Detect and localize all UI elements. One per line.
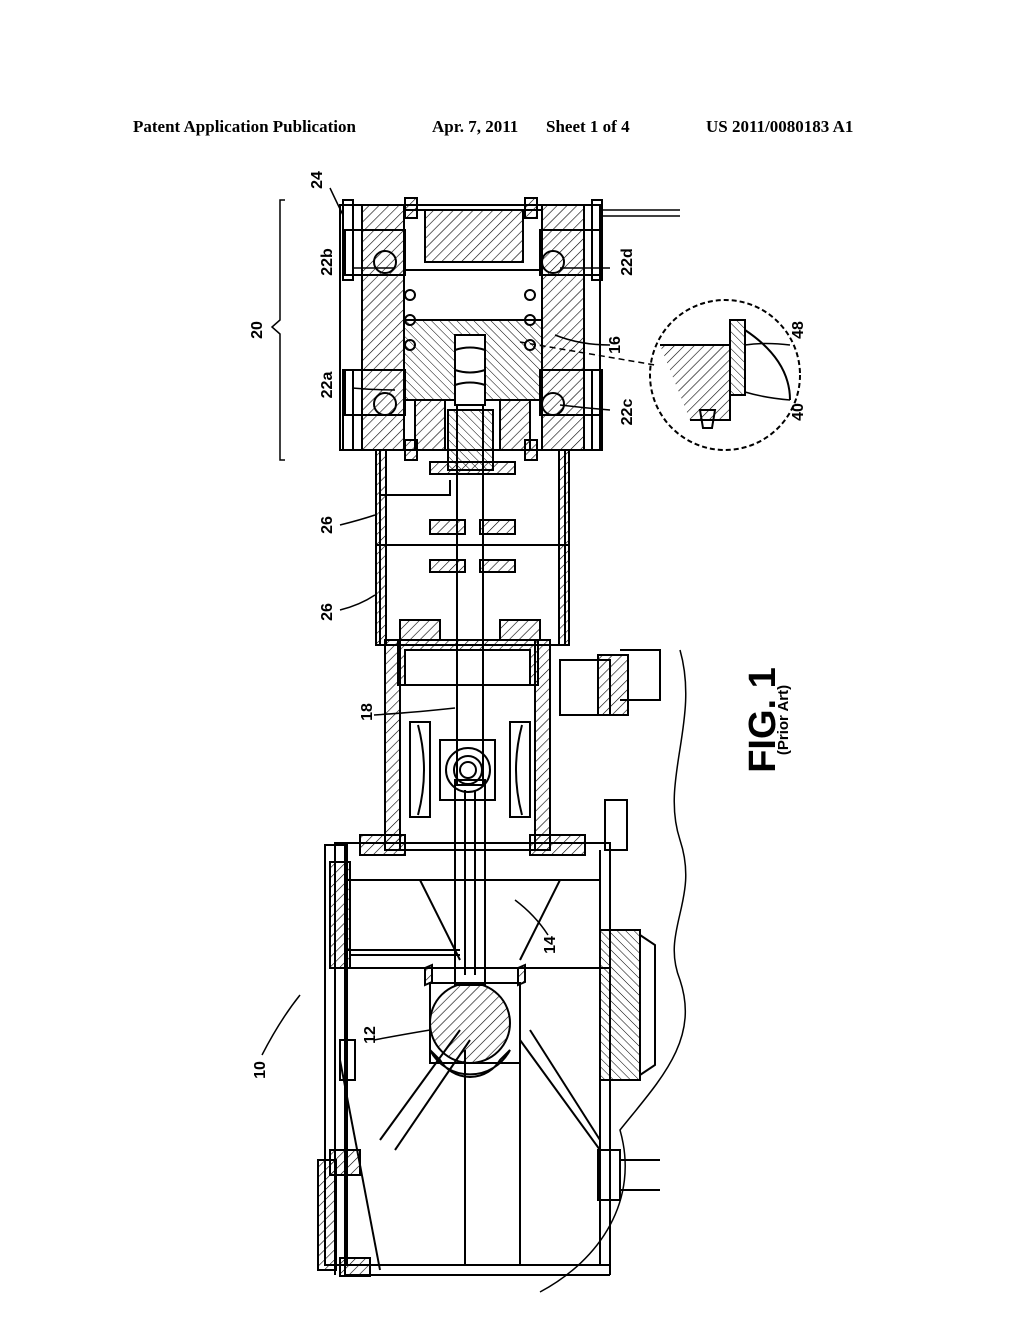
label-16: 16 [607, 336, 624, 354]
crosshead-guide [359, 639, 586, 856]
label-26-upper: 26 [319, 516, 336, 534]
label-22b: 22b [319, 248, 336, 276]
patent-header: Patent Application Publication Apr. 7, 2… [0, 117, 1024, 141]
distance-piece-lower [375, 544, 570, 646]
label-22c: 22c [619, 399, 636, 426]
label-22a: 22a [319, 372, 336, 399]
detail-view [519, 299, 801, 451]
label-12: 12 [362, 1026, 379, 1044]
label-14: 14 [542, 936, 559, 954]
connecting-rod [454, 779, 486, 986]
crankshaft [424, 963, 526, 1078]
group-bracket-20 [270, 199, 285, 461]
support-bracket [559, 654, 660, 1201]
compressor-cylinder [339, 197, 680, 471]
sheet-number: Sheet 1 of 4 [546, 117, 630, 136]
publication-label: Patent Application Publication [133, 117, 356, 136]
publication-number: US 2011/0080183 A1 [706, 117, 854, 136]
label-48: 48 [790, 321, 807, 339]
side-cover [317, 844, 381, 1277]
crankcase [329, 842, 656, 1276]
leader-lines [261, 187, 791, 1056]
label-10: 10 [252, 1061, 269, 1079]
label-18: 18 [359, 703, 376, 721]
label-26-lower: 26 [319, 603, 336, 621]
foundation-step [620, 649, 661, 701]
label-22d: 22d [619, 248, 636, 276]
label-20: 20 [249, 321, 266, 339]
label-40: 40 [790, 403, 807, 421]
figure-subtitle: (Prior Art) [775, 685, 792, 755]
label-24: 24 [309, 171, 326, 189]
publication-date: Apr. 7, 2011 [432, 117, 519, 136]
figure-title: FIG. 1 [742, 667, 784, 773]
